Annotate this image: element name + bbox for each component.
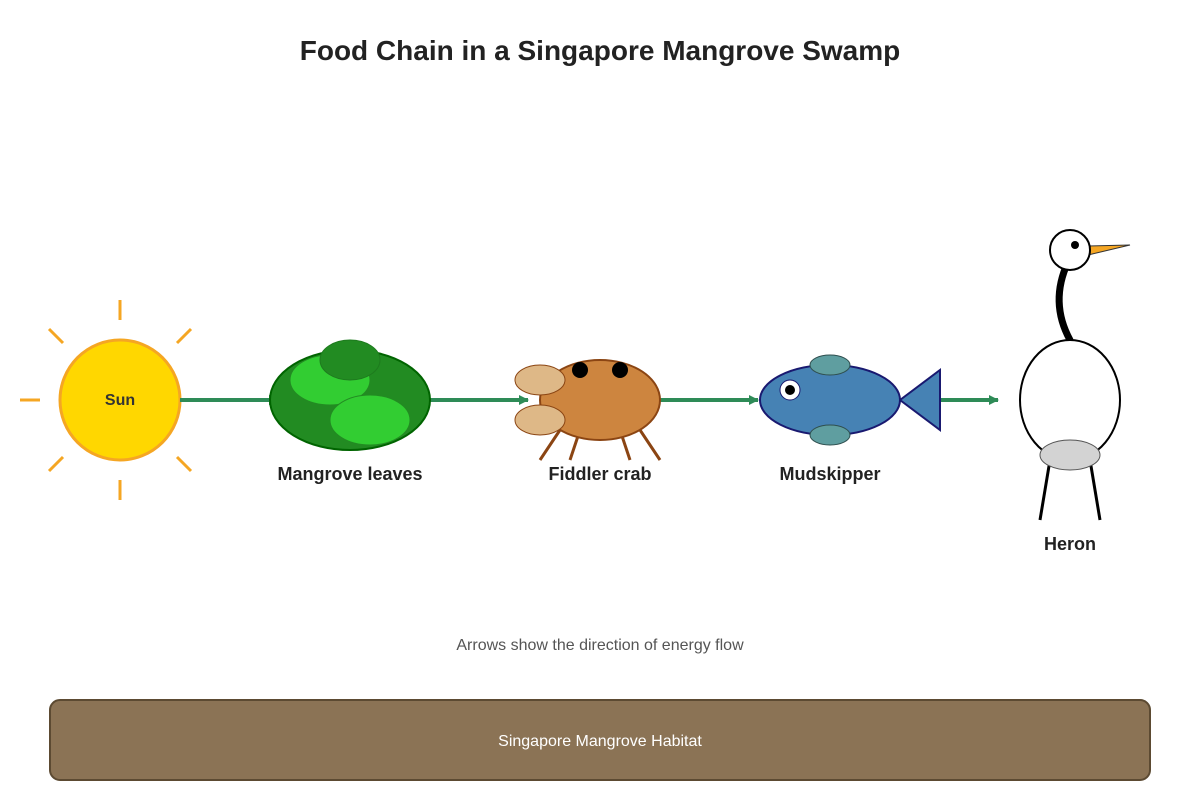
- mangrove-leaves-icon: [269, 339, 431, 451]
- heron-icon: [1019, 229, 1131, 521]
- page-title: Food Chain in a Singapore Mangrove Swamp: [300, 35, 901, 66]
- sun-label: Sun: [105, 392, 135, 409]
- mangrove-leaves-label: Mangrove leaves: [277, 464, 422, 484]
- mudskipper-icon: [759, 354, 941, 446]
- mudskipper-label: Mudskipper: [779, 464, 880, 484]
- heron-label: Heron: [1044, 534, 1096, 554]
- fiddler-crab-label: Fiddler crab: [548, 464, 651, 484]
- habitat-label: Singapore Mangrove Habitat: [498, 733, 702, 750]
- fiddler-crab-icon: [514, 359, 662, 461]
- habitat-bar: [49, 699, 1151, 781]
- energy-flow-caption: Arrows show the direction of energy flow: [456, 637, 744, 654]
- sun-icon: [20, 300, 193, 500]
